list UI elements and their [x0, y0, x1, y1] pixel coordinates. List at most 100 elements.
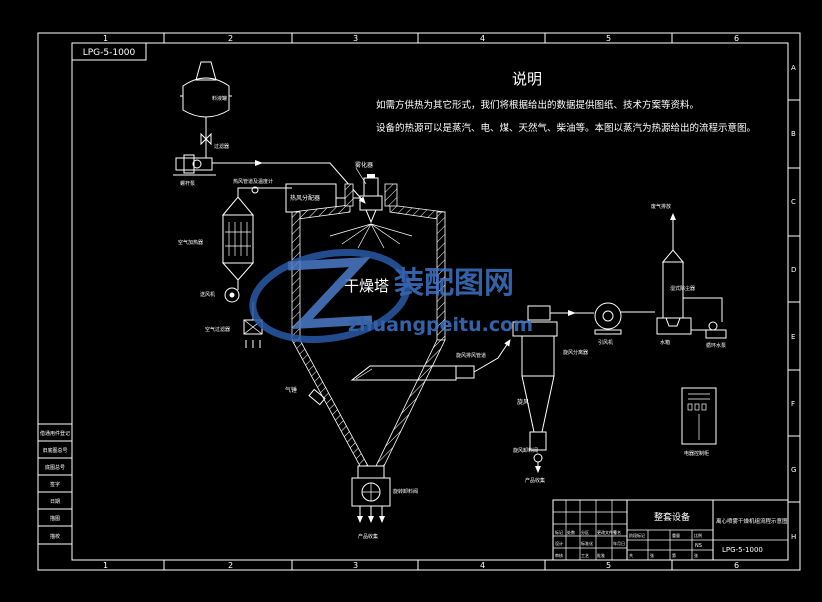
product-out-label: 产品收集 [358, 533, 378, 540]
rotary-valve: 旋转卸料阀 产品收集 [351, 465, 418, 540]
tb-cell-process: 工艺 [581, 553, 589, 558]
water-tank-label: 水箱 [660, 339, 670, 346]
side-cell-3: 底图总号 [45, 464, 65, 471]
side-cell-1: 借通用件登记 [40, 430, 70, 437]
col-label-5: 5 [606, 34, 611, 43]
side-cell-5: 日期 [50, 499, 60, 505]
drawing-frame [37, 32, 801, 571]
row-label-b: B [791, 130, 796, 138]
watermark: 装配图网 zhuangpeitu.com [249, 248, 533, 344]
col-label-2: 2 [228, 34, 233, 43]
air-heater: 空气加热器 [178, 196, 255, 281]
tb-cell-no: 第 [672, 552, 676, 558]
notes-line-1: 如需方供热为其它形式，我们将根据给出的数据提供图纸、技术方案等资料。 [376, 99, 699, 111]
watermark-brand: 装配图网 [394, 266, 514, 301]
tb-cell-mark: 标记 [555, 529, 563, 535]
watermark-z-icon [287, 256, 373, 330]
tb-cell-stage: 阶段标记 [629, 532, 645, 538]
tb-cell-approve: 批准 [597, 552, 605, 558]
side-registration-table: 借通用件登记 旧底图总号 底图总号 签字 日期 描图 描校 [37, 423, 73, 545]
tb-cell-review: 审核 [555, 552, 563, 558]
watermark-url: zhuangpeitu.com [348, 314, 533, 336]
title-block-title: 整套设备 [654, 511, 690, 523]
tb-cell-sheet-2: 张 [694, 552, 698, 558]
row-label-c: C [791, 198, 796, 206]
row-label-h: H [791, 533, 796, 541]
tb-cell-date: 年月日 [613, 540, 625, 546]
wet-scrubber: 废气排放 湿式除尘器 水箱 [651, 203, 695, 346]
notes-line-2: 设备的热源可以是蒸汽、电、煤、天然气、柴油等。本图以蒸汽为热源给出的流程示意图。 [376, 122, 756, 134]
hot-air-pipe-1 [237, 187, 292, 197]
col-label-6-bottom: 6 [734, 561, 739, 570]
side-cell-7: 描校 [50, 533, 60, 540]
air-hammer: 气锤 [285, 386, 326, 406]
col-label-2-bottom: 2 [228, 561, 233, 570]
notes-block: 说明 如需方供热为其它形式，我们将根据给出的数据提供图纸、技术方案等资料。 设备… [376, 70, 756, 134]
row-label-a: A [791, 64, 796, 72]
cyclone-side-label: 旋风 [517, 398, 529, 406]
row-label-d: D [791, 266, 796, 274]
watermark-ring-icon [249, 248, 411, 344]
air-pipe-label: 热风管道及温度计 [233, 178, 273, 185]
scrubber-label: 湿式除尘器 [670, 285, 695, 292]
col-label-3: 3 [353, 34, 358, 43]
cyclone-product-label: 产品收集 [525, 477, 545, 484]
title-block-drawing-no: LPG-5-1000 [722, 546, 763, 554]
feed-tank: 料液罐 [180, 61, 232, 130]
air-filter-label: 空气过滤器 [205, 326, 230, 333]
supply-fan: 送风机 [200, 280, 240, 303]
col-label-6: 6 [734, 34, 739, 43]
heater-label: 空气加热器 [178, 239, 203, 246]
row-label-g: G [791, 466, 796, 474]
side-cell-4: 签字 [50, 481, 60, 488]
control-cabinet: 电器控制柜 [681, 387, 717, 457]
title-block-scale: NS [695, 543, 702, 549]
fan-in-label: 送风机 [200, 291, 215, 298]
drawing-number-top: LPG-5-1000 [83, 48, 136, 58]
col-label-1-bottom: 1 [103, 561, 108, 570]
atomizer-leader [355, 167, 367, 185]
cyclone-label: 旋风分离器 [563, 349, 588, 356]
notes-title: 说明 [512, 70, 542, 88]
filter: 过滤器 [200, 130, 229, 158]
tower-label: 干燥塔 [344, 277, 389, 295]
cabinet-label: 电器控制柜 [684, 450, 709, 457]
col-label-1: 1 [103, 34, 108, 43]
col-label-4: 4 [480, 34, 485, 43]
drying-tower: 雾化器 干燥塔 [291, 161, 446, 467]
tb-cell-weight: 重量 [672, 532, 680, 538]
tb-cell-change: 更改文件号 [597, 529, 617, 535]
tb-cell-zone: 分区 [581, 529, 589, 535]
col-label-3-bottom: 3 [353, 561, 358, 570]
outlet-label: 旋转卸料阀 [393, 488, 418, 495]
col-label-4-bottom: 4 [480, 561, 485, 570]
feed-flow-arrow [255, 160, 263, 166]
pump-label: 螺杆泵 [180, 180, 195, 187]
thermometer-icon [251, 186, 259, 194]
tb-cell-scale: 比例 [694, 532, 702, 538]
tb-cell-standard: 标准化 [581, 540, 593, 546]
cyclone-flow-arrow [568, 310, 576, 316]
feed-tank-label: 料液罐 [212, 95, 227, 102]
screw-pump: 螺杆泵 [173, 154, 216, 187]
side-cell-6: 描图 [50, 515, 60, 522]
grid-row-labels: A B C D E F G H [788, 64, 800, 541]
cyclone-valve-label: 旋风卸料阀 [513, 447, 538, 454]
tb-cell-count: 处数 [567, 529, 575, 535]
exhaust-label: 废气排放 [651, 203, 671, 210]
atomizer-label: 雾化器 [355, 161, 373, 169]
exhaust-fan: 引风机 [594, 302, 655, 346]
fan-out-label: 引风机 [598, 339, 613, 346]
tb-cell-sign: 签名 [613, 529, 621, 535]
title-block: 整套设备 离心喷雾干燥机组流程示意图 LPG-5-1000 NS 标记 处数 分… [552, 499, 789, 561]
row-label-f: F [791, 400, 795, 408]
filter-label: 过滤器 [214, 143, 229, 150]
tb-cell-design: 设计 [555, 540, 563, 546]
cyclone-duct: 旋风排风管道 [350, 339, 511, 381]
grid-column-labels: 1 2 3 4 5 6 1 2 3 4 5 6 [103, 33, 739, 570]
title-block-subtitle: 离心喷雾干燥机组流程示意图 [716, 517, 788, 525]
air-distributor-label: 热风分配器 [290, 194, 320, 202]
duct-label: 旋风排风管道 [456, 352, 486, 359]
water-pump: 循环水泵 [683, 297, 727, 349]
